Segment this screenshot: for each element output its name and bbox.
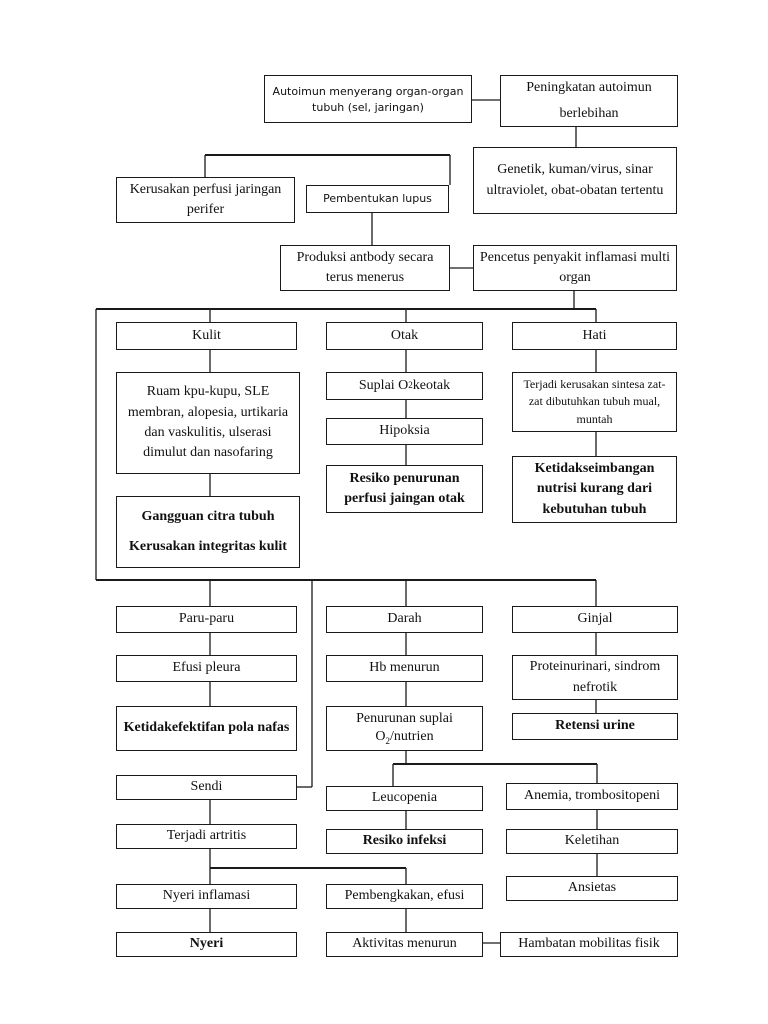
node-sendi: Sendi: [116, 775, 297, 800]
node-ketidakseimbangan: Ketidakseimbangan nutrisi kurang dari ke…: [512, 456, 677, 523]
node-otak: Otak: [326, 322, 483, 350]
node-penurunan-suplai: Penurunan suplai O2/nutrien: [326, 706, 483, 751]
node-leucopenia: Leucopenia: [326, 786, 483, 811]
node-kulit: Kulit: [116, 322, 297, 350]
node-autoimun: Autoimun menyerang organ-organ tubuh (se…: [264, 75, 472, 123]
node-pembengkakan: Pembengkakan, efusi: [326, 884, 483, 909]
kerusakan-integritas-label: Kerusakan integritas kulit: [129, 539, 287, 554]
node-hipoksia: Hipoksia: [326, 418, 483, 445]
node-peningkatan-autoimun: Peningkatan autoimun berlebihan: [500, 75, 678, 127]
suplai-o2-prefix: Suplai O: [358, 377, 409, 393]
peningkatan-line1: Peningkatan autoimun: [526, 79, 652, 95]
peningkatan-line2: berlebihan: [559, 106, 619, 121]
penurunan-suplai-line1: Penurunan suplai: [356, 710, 453, 726]
suplai-o2-suffix: keotak: [412, 377, 451, 393]
node-efusi-pleura: Efusi pleura: [116, 655, 297, 682]
gangguan-citra-label: Gangguan citra tubuh: [141, 508, 275, 524]
node-pembentukan-lupus: Pembentukan lupus: [306, 185, 449, 213]
node-ansietas: Ansietas: [506, 876, 678, 901]
node-hb-menurun: Hb menurun: [326, 655, 483, 682]
node-keletihan: Keletihan: [506, 829, 678, 854]
node-hambatan-mobilitas: Hambatan mobilitas fisik: [500, 932, 678, 957]
node-retensi-urine: Retensi urine: [512, 713, 678, 740]
penurunan-suplai-line2: O2/nutrien: [375, 728, 433, 747]
node-hati: Hati: [512, 322, 677, 350]
node-anemia: Anemia, trombositopeni: [506, 783, 678, 810]
node-gangguan-citra: Gangguan citra tubuh Kerusakan integrita…: [116, 496, 300, 568]
node-darah: Darah: [326, 606, 483, 633]
node-resiko-perfusi: Resiko penurunan perfusi jaingan otak: [326, 465, 483, 513]
penurunan-suplai-sub: 2: [385, 735, 391, 746]
node-kerusakan-perfusi: Kerusakan perfusi jaringan perifer: [116, 177, 295, 223]
node-produksi-antibody: Produksi antbody secara terus menerus: [280, 245, 450, 291]
penurunan-suplai-suffix: /nutrien: [390, 728, 434, 744]
suplai-o2-sub: 2: [408, 380, 413, 391]
node-proteinuria: Proteinurinari, sindrom nefrotik: [512, 655, 678, 700]
node-pencetus: Pencetus penyakit inflamasi multi organ: [473, 245, 677, 291]
node-ruam: Ruam kpu-kupu, SLE membran, alopesia, ur…: [116, 372, 300, 474]
node-resiko-infeksi: Resiko infeksi: [326, 829, 483, 854]
node-nyeri-inflamasi: Nyeri inflamasi: [116, 884, 297, 909]
node-ketidakefektifan: Ketidakefektifan pola nafas: [116, 706, 297, 751]
node-genetik: Genetik, kuman/virus, sinar ultraviolet,…: [473, 147, 677, 214]
penurunan-suplai-prefix: O: [375, 728, 386, 744]
node-terjadi-kerusakan: Terjadi kerusakan sintesa zat-zat dibutu…: [512, 372, 677, 432]
node-ginjal: Ginjal: [512, 606, 678, 633]
node-paru: Paru-paru: [116, 606, 297, 633]
node-terjadi-artritis: Terjadi artritis: [116, 824, 297, 849]
node-nyeri: Nyeri: [116, 932, 297, 957]
node-aktivitas-menurun: Aktivitas menurun: [326, 932, 483, 957]
